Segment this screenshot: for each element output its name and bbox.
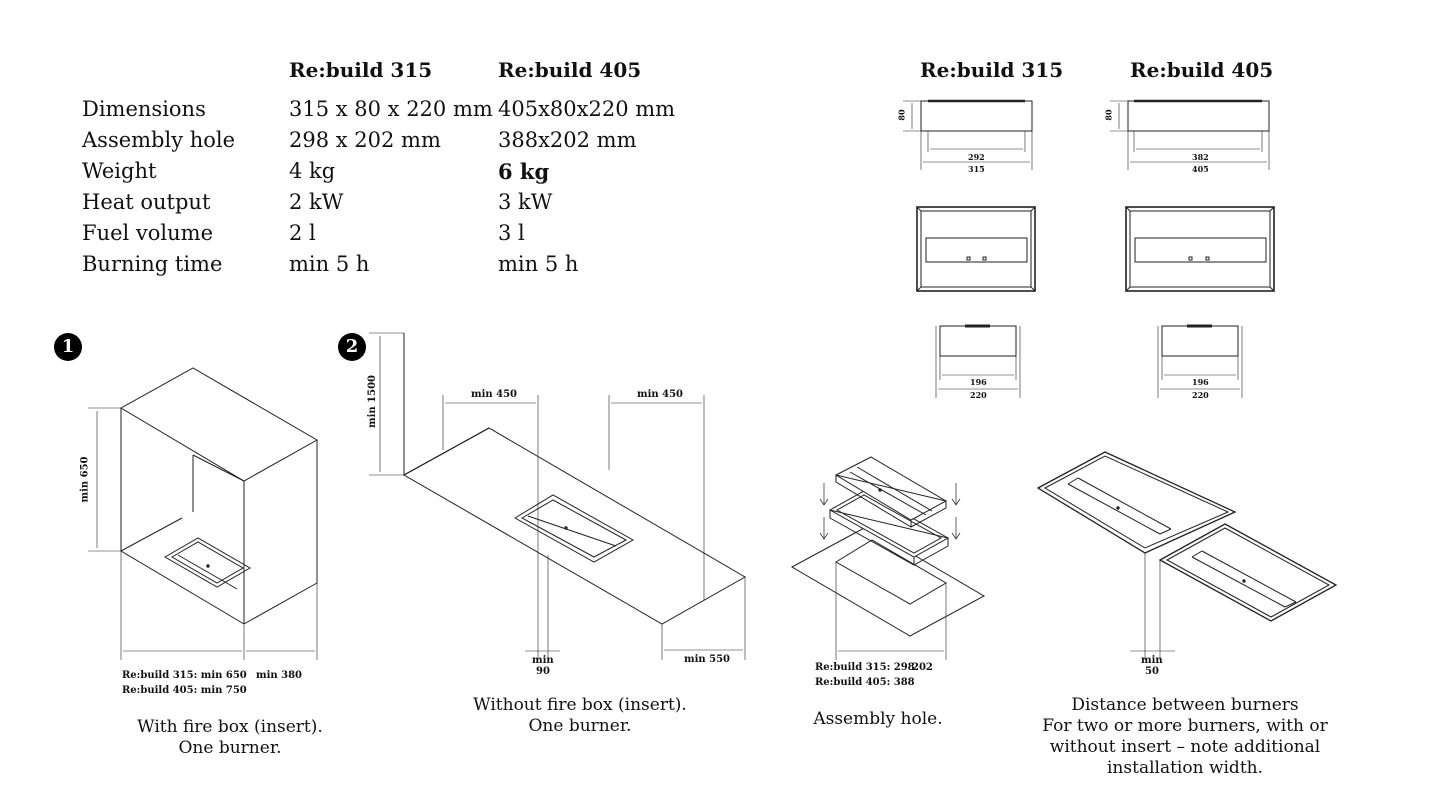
fig1-height-label: min 650 xyxy=(79,456,91,503)
spec-value: 298 x 202 mm xyxy=(289,128,441,152)
spec-value: 4 kg xyxy=(289,159,336,183)
fig4-caption: Distance between burners For two or more… xyxy=(1030,695,1340,779)
fig4-gap-label: min xyxy=(1141,655,1163,666)
spec-label: Assembly hole xyxy=(82,128,236,152)
fig2-front-value: 90 xyxy=(536,666,550,677)
spec-value: min 5 h xyxy=(498,252,579,276)
dim-inner-315: 292 xyxy=(968,152,985,162)
fig4-gap-value: 50 xyxy=(1145,666,1159,677)
fig3-dim-405: Re:build 405: 388 xyxy=(815,677,915,688)
spec-value: 6 kg xyxy=(498,159,550,184)
fig2-depth-label: min 550 xyxy=(684,654,731,665)
top-view-405 xyxy=(1125,206,1275,292)
dim-side-outer-405: 220 xyxy=(1192,390,1209,400)
spec-value: min 5 h xyxy=(289,252,370,276)
fig2-right-clear: min 450 xyxy=(637,389,684,400)
dim-outer-405: 405 xyxy=(1192,164,1209,174)
spec-col-405: Re:build 405 xyxy=(498,58,642,82)
spec-value: 315 x 80 x 220 mm xyxy=(289,97,493,121)
spec-value: 405x80x220 mm xyxy=(498,97,676,121)
spec-value: 2 kW xyxy=(289,190,344,214)
side-view-405 xyxy=(1157,324,1243,398)
spec-label: Burning time xyxy=(82,252,223,276)
figure-badge-1: 1 xyxy=(54,333,82,361)
fig3-dim-depth: 202 xyxy=(912,662,933,673)
dim-inner-405: 382 xyxy=(1192,152,1209,162)
fig2-caption: Without fire box (insert). One burner. xyxy=(450,695,710,737)
spec-value: 3 kW xyxy=(498,190,553,214)
fig1-cabinet xyxy=(88,367,319,660)
dim-height-405: 80 xyxy=(1103,109,1114,121)
fig2-countertop xyxy=(369,332,747,660)
fig4-burners xyxy=(1036,451,1338,660)
spec-value: 2 l xyxy=(289,221,316,245)
fig3-assembly xyxy=(790,456,986,660)
spec-label: Weight xyxy=(82,159,157,183)
dim-side-outer-315: 220 xyxy=(970,390,987,400)
fig4-caption-line: For two or more burners, with or xyxy=(1042,716,1328,736)
dim-side-inner-405: 196 xyxy=(1192,377,1209,387)
fig3-caption: Assembly hole. xyxy=(813,709,943,729)
spec-value: 388x202 mm xyxy=(498,128,637,152)
dim-outer-315: 315 xyxy=(968,164,985,174)
spec-label: Heat output xyxy=(82,190,211,214)
fig2-left-clear: min 450 xyxy=(471,389,518,400)
top-view-315 xyxy=(916,206,1036,292)
fig2-caption-line: Without fire box (insert). xyxy=(473,695,687,715)
fig1-caption: With fire box (insert). One burner. xyxy=(100,717,360,759)
spec-col-315: Re:build 315 xyxy=(289,58,433,82)
fig1-caption-line: One burner. xyxy=(178,738,282,758)
spec-value: 3 l xyxy=(498,221,525,245)
dim-height-315: 80 xyxy=(896,109,907,121)
fig1-caption-line: With fire box (insert). xyxy=(137,717,323,737)
fig4-caption-line: without insert – note additional xyxy=(1049,737,1321,757)
spec-label: Dimensions xyxy=(82,97,206,121)
front-view-315 xyxy=(903,99,1033,170)
spec-label: Fuel volume xyxy=(82,221,214,245)
figure-badge-2: 2 xyxy=(338,333,366,361)
fig1-width-315: Re:build 315: min 650 xyxy=(122,670,247,681)
views-title-315: Re:build 315 xyxy=(920,58,1064,82)
views-title-405: Re:build 405 xyxy=(1130,58,1274,82)
fig3-dim-315: Re:build 315: 298 xyxy=(815,662,915,673)
fig4-caption-line: Distance between burners xyxy=(1071,695,1299,715)
fig4-caption-line: installation width. xyxy=(1107,758,1263,778)
fig1-width-405: Re:build 405: min 750 xyxy=(122,685,247,696)
fig1-depth-label: min 380 xyxy=(256,670,303,681)
fig2-height-label: min 1500 xyxy=(366,375,378,428)
fig2-front-label: min xyxy=(532,655,554,666)
dim-side-inner-315: 196 xyxy=(970,377,987,387)
front-view-405 xyxy=(1110,99,1270,170)
fig2-caption-line: One burner. xyxy=(528,716,632,736)
side-view-315 xyxy=(935,324,1021,398)
